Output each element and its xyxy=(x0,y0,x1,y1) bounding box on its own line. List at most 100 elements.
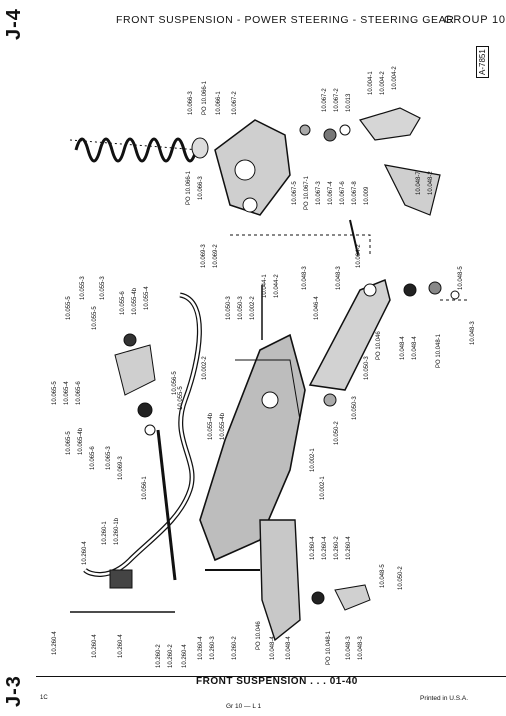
part-label: 10.048-4 xyxy=(286,636,292,660)
part-label: 10.067-4 xyxy=(328,181,334,205)
part-label: 10.002-2 xyxy=(250,296,256,320)
part-label: 10.065-5 xyxy=(66,431,72,455)
part-label: 10.055-3 xyxy=(80,276,86,300)
part-label: 10.065-3 xyxy=(106,446,112,470)
part-label: PO 10.046 xyxy=(376,331,382,360)
part-label: PO 10.046 xyxy=(256,621,262,650)
stabilizer-bracket xyxy=(114,344,156,396)
part-label: 10.050-2 xyxy=(398,566,404,590)
part-labels: 10.066-3 PO 10.066-1 10.066-1 10.067-2 1… xyxy=(52,66,476,668)
part-label: 10.048-3 xyxy=(336,266,342,290)
part-label: 10.065-6 xyxy=(76,381,82,405)
part-label: 10.066-3 xyxy=(198,176,204,200)
part-label: 10.050-3 xyxy=(364,356,370,380)
part-label: 10.065-5 xyxy=(52,381,58,405)
part-label: 10.260-2 xyxy=(156,644,162,668)
part-label: 10.067-5 xyxy=(292,181,298,205)
footer-right: Printed in U.S.A. xyxy=(420,695,469,702)
coil-spring xyxy=(69,137,209,163)
lower-crossmember xyxy=(259,519,301,642)
part-label: 10.260-2 xyxy=(232,636,238,660)
part-label: PO 10.048-1 xyxy=(436,333,442,368)
part-label: 10.067-8 xyxy=(352,181,358,205)
part-label: 10.065-4 xyxy=(64,381,70,405)
part-label: 10.002-1 xyxy=(310,448,316,472)
part-label: 10.046-4 xyxy=(314,296,320,320)
part-label: PO 10.066-1 xyxy=(186,170,192,205)
part-label: 10.260-2 xyxy=(334,536,340,560)
part-label: 10.050-3 xyxy=(352,396,358,420)
footer-rule xyxy=(36,676,506,677)
part-label: 10.260-4 xyxy=(182,644,188,668)
part-label: 10.260-4 xyxy=(310,536,316,560)
part-label: 10.069-2 xyxy=(213,244,219,268)
part-label: 10.260-1 xyxy=(102,521,108,545)
part-label: 10.069-3 xyxy=(201,244,207,268)
part-label: 10.002-1 xyxy=(320,476,326,500)
crossmember xyxy=(199,333,306,562)
part-label: 10.048-5 xyxy=(380,564,386,588)
part-label: 10.260-4 xyxy=(52,631,58,655)
part-label: 10.056-1 xyxy=(142,476,148,500)
part-label: 10.048-5 xyxy=(458,266,464,290)
part-label: 10.048-3 xyxy=(346,636,352,660)
part-label: 10.055-5 xyxy=(66,296,72,320)
part-label: 10.048-3 xyxy=(302,266,308,290)
part-label: PO 10.067-1 xyxy=(304,175,310,210)
part-label: 10.056-5 xyxy=(172,371,178,395)
part-label: 10.055-5 xyxy=(92,306,98,330)
part-label: 10.013 xyxy=(346,93,352,112)
part-label: 10.260-4 xyxy=(82,541,88,565)
part-label: 10.065-6 xyxy=(90,446,96,470)
part-label: 10.260-3 xyxy=(210,636,216,660)
part-label: 10.066-1 xyxy=(216,91,222,115)
part-label: 10.004-1 xyxy=(368,71,374,95)
part-label: 10.260-4 xyxy=(118,634,124,658)
part-label: 10.260-4 xyxy=(198,636,204,660)
part-label: 10.260-2 xyxy=(168,644,174,668)
part-label: 10.066-3 xyxy=(188,91,194,115)
footer-left: 1C xyxy=(40,695,48,701)
strut-rod xyxy=(156,429,177,581)
part-label: 10.048-2 xyxy=(428,171,434,195)
part-label: 10.004-2 xyxy=(392,66,398,90)
part-label: 10.055-6 xyxy=(120,291,126,315)
part-label: 10.055-4 xyxy=(144,286,150,310)
part-label: 10.260-4 xyxy=(92,634,98,658)
part-label: 10.009 xyxy=(364,186,370,205)
part-label: 10.048-4 xyxy=(412,336,418,360)
part-label: 10.050-3 xyxy=(238,296,244,320)
part-label: 10.055-4b xyxy=(132,287,138,315)
part-label: 10.069-3 xyxy=(118,456,124,480)
part-label: 10.048-3 xyxy=(470,321,476,345)
part-label: 10.004-2 xyxy=(380,71,386,95)
part-label: 10.048-3 xyxy=(358,636,364,660)
part-label: 10.260-1b xyxy=(114,517,120,545)
part-label: 10.055-3 xyxy=(100,276,106,300)
group-label: GROUP 10 xyxy=(444,14,506,26)
part-label: 10.067-6 xyxy=(340,181,346,205)
lower-control-arm xyxy=(308,278,391,391)
part-label: 10.067-2 xyxy=(334,88,340,112)
part-label: 10.048-4 xyxy=(400,336,406,360)
part-label: 10.002-2 xyxy=(202,356,208,380)
part-label: 10.065-4b xyxy=(78,427,84,455)
part-label: 10.048-4 xyxy=(270,636,276,660)
footer-center: Gr 10 — L 1 xyxy=(226,703,262,710)
part-label: PO 10.066-1 xyxy=(202,80,208,115)
header-title: FRONT SUSPENSION - POWER STEERING - STEE… xyxy=(116,14,455,26)
part-label: 10.260-4 xyxy=(346,536,352,560)
part-label: 10.055-5 xyxy=(178,386,184,410)
part-label: 10.067-2 xyxy=(322,88,328,112)
part-label: 10.260-4 xyxy=(322,536,328,560)
part-label: 10.067-2 xyxy=(232,91,238,115)
part-label: 10.067-3 xyxy=(316,181,322,205)
part-label: 10.055-4b xyxy=(208,412,214,440)
part-label: PO 10.048-1 xyxy=(326,630,332,665)
steering-knuckle xyxy=(359,107,421,141)
part-label: 10.055-4b xyxy=(220,412,226,440)
part-label: 10.064-2 xyxy=(356,244,362,268)
part-label: 10.048-7 xyxy=(416,171,422,195)
steering-arm xyxy=(383,164,441,216)
